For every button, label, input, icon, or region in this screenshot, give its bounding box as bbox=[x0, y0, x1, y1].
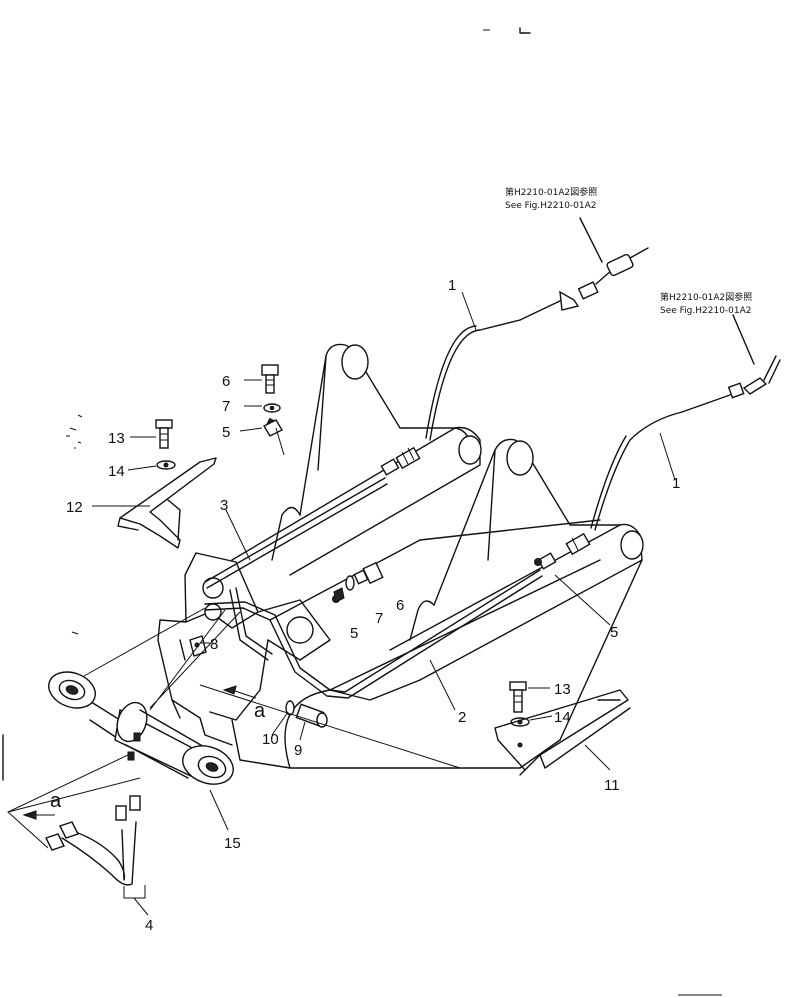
callout-3: 3 bbox=[220, 497, 228, 514]
bolt-stack-upper bbox=[261, 364, 283, 437]
callout-14: 14 bbox=[108, 463, 125, 480]
callout-1: 1 bbox=[448, 277, 456, 294]
scan-marks bbox=[2, 27, 722, 996]
hose-set-4 bbox=[45, 795, 141, 886]
hydraulic-piping bbox=[204, 417, 591, 699]
upper-pipe-fitting bbox=[380, 446, 421, 476]
bolt-stack-13-14-right bbox=[509, 681, 530, 727]
ref-top-jp: 第H2210-01A2図参照 bbox=[505, 186, 597, 198]
callout-11: 11 bbox=[604, 777, 620, 794]
leader-lines bbox=[7, 217, 755, 916]
callout-5: 5 bbox=[222, 424, 230, 441]
view-arrow-label: a bbox=[254, 700, 266, 722]
callout-6: 6 bbox=[396, 597, 404, 614]
right-boom-foot-pin-boss bbox=[506, 440, 534, 476]
ref-right-en: See Fig.H2210-01A2 bbox=[660, 306, 752, 316]
reference-notes: 第H2210-01A2図参照 See Fig.H2210-01A2 第H2210… bbox=[505, 186, 752, 316]
callout-14: 14 bbox=[554, 709, 571, 726]
callout-7: 7 bbox=[375, 610, 383, 627]
callout-13: 13 bbox=[108, 430, 125, 447]
cover-11 bbox=[494, 689, 631, 776]
view-arrow-label: a bbox=[50, 790, 62, 812]
callout-10: 10 bbox=[262, 731, 279, 748]
callout-12: 12 bbox=[66, 499, 83, 516]
hydraulic-cylinder bbox=[48, 671, 234, 785]
lower-pipe-fitting bbox=[537, 532, 591, 570]
left-boom-foot-pin-boss bbox=[341, 344, 369, 380]
callout-1: 1 bbox=[672, 475, 680, 492]
callout-8: 8 bbox=[210, 636, 218, 653]
ref-right-jp: 第H2210-01A2図参照 bbox=[660, 291, 752, 303]
callout-9: 9 bbox=[294, 742, 302, 759]
callout-5: 5 bbox=[350, 625, 358, 642]
callout-2: 2 bbox=[458, 709, 466, 726]
ref-top-en: See Fig.H2210-01A2 bbox=[505, 201, 597, 211]
callout-6: 6 bbox=[222, 373, 230, 390]
hose-left bbox=[425, 247, 649, 441]
main-frame bbox=[157, 343, 644, 769]
callout-labels: 1 1 2 3 4 5 5 5 6 6 7 7 8 9 10 11 12 13 … bbox=[50, 277, 680, 934]
callout-4: 4 bbox=[145, 917, 153, 934]
callout-15: 15 bbox=[224, 835, 241, 852]
callout-7: 7 bbox=[222, 398, 230, 415]
bolt-stack-13-14-left bbox=[155, 419, 176, 470]
callout-5: 5 bbox=[610, 624, 618, 641]
bolt-stack-middle bbox=[333, 561, 384, 603]
hose-right bbox=[590, 355, 781, 531]
callout-13: 13 bbox=[554, 681, 571, 698]
cover-12 bbox=[117, 457, 217, 549]
